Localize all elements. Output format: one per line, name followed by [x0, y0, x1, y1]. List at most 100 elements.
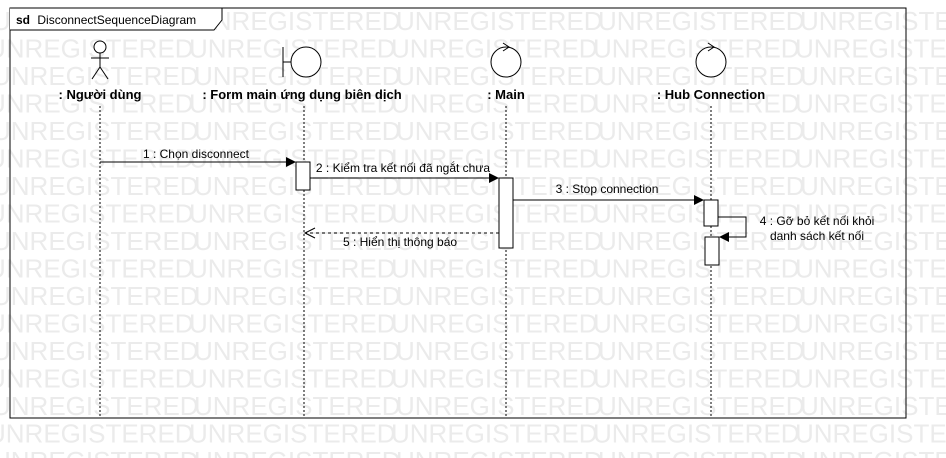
- watermark-text: UNREGISTERED: [593, 89, 800, 119]
- watermark-text: UNREGISTERED: [194, 281, 401, 311]
- message-label: 2 : Kiểm tra kết nối đã ngắt chưa: [316, 160, 490, 175]
- watermark-text: UNREGISTERED: [194, 116, 401, 146]
- watermark-text: UNREGISTERED: [0, 419, 194, 449]
- message-label-line1: 4 : Gỡ bỏ kết nối khỏi: [760, 214, 875, 228]
- watermark-text: UNREGISTERED: [189, 309, 396, 339]
- watermark-text: UNREGISTERED: [189, 89, 396, 119]
- message-1[interactable]: 1 : Chọn disconnect: [100, 147, 296, 167]
- message-5-return[interactable]: 5 : Hiển thị thông báo: [303, 227, 499, 249]
- watermark-text: UNREGISTERED: [800, 6, 946, 36]
- message-label-line2: danh sách kết nối: [770, 229, 864, 243]
- watermark-text: UNREGISTERED: [396, 391, 603, 421]
- watermark-text: UNREGISTERED: [194, 336, 401, 366]
- watermark-text: UNREGISTERED: [0, 116, 199, 146]
- watermark-text: UNREGISTERED: [598, 226, 805, 256]
- lifeline-user[interactable]: : Người dùng: [59, 40, 142, 418]
- lifeline-form[interactable]: : Form main ứng dụng biên dịch: [202, 46, 402, 418]
- message-3[interactable]: 3 : Stop connection: [513, 182, 704, 205]
- boundary-icon: [282, 46, 322, 78]
- watermark-text: UNREGISTERED: [795, 34, 946, 64]
- watermark-text: UNREGISTERED: [800, 446, 946, 458]
- watermark-text: UNREGISTERED: [800, 61, 946, 91]
- watermark-text: UNREGISTERED: [0, 391, 199, 421]
- watermark-text: UNREGISTERED: [189, 254, 396, 284]
- control-icon: [695, 42, 727, 78]
- watermark-text: UNREGISTERED: [593, 364, 800, 394]
- watermark-text: UNREGISTERED: [795, 254, 946, 284]
- activation-bar-form: [295, 161, 311, 191]
- lifeline-main[interactable]: : Main: [487, 42, 525, 418]
- watermark-text: UNREGISTERED: [0, 226, 199, 256]
- frame-title: sd DisconnectSequenceDiagram: [16, 13, 196, 27]
- lifeline-label: : Người dùng: [59, 87, 142, 102]
- watermark-text: UNREGISTERED: [795, 419, 946, 449]
- watermark-text: UNREGISTERED: [391, 364, 598, 394]
- watermark-text: UNREGISTERED: [593, 254, 800, 284]
- watermark-text: UNREGISTERED: [795, 364, 946, 394]
- watermark-text: UNREGISTERED: [189, 144, 396, 174]
- watermark-text: UNREGISTERED: [795, 309, 946, 339]
- watermark-text: UNREGISTERED: [795, 144, 946, 174]
- message-label: 3 : Stop connection: [556, 182, 659, 196]
- watermark-text: UNREGISTERED: [800, 226, 946, 256]
- watermark-text: UNREGISTERED: [598, 171, 805, 201]
- watermark-text: UNREGISTERED: [194, 226, 401, 256]
- watermark-text: UNREGISTERED: [800, 281, 946, 311]
- watermark-text: UNREGISTERED: [0, 336, 199, 366]
- watermark-text: UNREGISTERED: [593, 419, 800, 449]
- activation-bar-main: [498, 177, 514, 249]
- watermark-text: UNREGISTERED: [598, 446, 805, 458]
- frame-name: DisconnectSequenceDiagram: [37, 13, 196, 27]
- lifeline-label: : Hub Connection: [657, 87, 765, 102]
- watermark-text: UNREGISTERED: [396, 116, 603, 146]
- watermark-text: UNREGISTERED: [593, 309, 800, 339]
- watermark-text: UNREGISTERED: [194, 391, 401, 421]
- watermark-text: UNREGISTERED: [396, 336, 603, 366]
- lifeline-label: : Form main ứng dụng biên dịch: [202, 87, 401, 102]
- watermark-text: UNREGISTERED: [800, 391, 946, 421]
- watermark-text: UNREGISTERED: [598, 6, 805, 36]
- watermark-text: UNREGISTERED: [194, 446, 401, 458]
- diagram-frame: sd DisconnectSequenceDiagram: [9, 7, 907, 419]
- watermark-text: UNREGISTERED: [391, 309, 598, 339]
- message-label: 1 : Chọn disconnect: [143, 147, 250, 161]
- frame-keyword: sd: [16, 13, 30, 27]
- watermark-text: UNREGISTERED: [189, 419, 396, 449]
- watermark-text: UNREGISTERED: [598, 336, 805, 366]
- watermark-text: UNREGISTERED: [0, 171, 199, 201]
- message-4-self[interactable]: 4 : Gỡ bỏ kết nối khỏi danh sách kết nối: [718, 214, 874, 243]
- watermark-text: UNREGISTERED: [396, 6, 603, 36]
- watermark-text: UNREGISTERED: [598, 391, 805, 421]
- watermark-text: UNREGISTERED: [0, 309, 194, 339]
- watermark-text: UNREGISTERED: [391, 419, 598, 449]
- watermark-text: UNREGISTERED: [391, 144, 598, 174]
- activation-bar-hub: [703, 199, 719, 227]
- watermark-text: UNREGISTERED: [189, 199, 396, 229]
- watermark-text: UNREGISTERED: [0, 446, 199, 458]
- watermark-text: UNREGISTERED: [0, 364, 194, 394]
- watermark-text: UNREGISTERED: [0, 89, 194, 119]
- watermark-text: UNREGISTERED: [391, 199, 598, 229]
- watermark-text: UNREGISTERED: [795, 199, 946, 229]
- watermark-text: UNREGISTERED: [189, 364, 396, 394]
- watermark-text: UNREGISTERED: [593, 144, 800, 174]
- watermark-text: UNREGISTERED: [795, 89, 946, 119]
- watermark-text: UNREGISTERED: [800, 336, 946, 366]
- watermark-text: UNREGISTERED: [0, 199, 194, 229]
- activation-bar-hub-nested: [704, 236, 720, 266]
- message-2[interactable]: 2 : Kiểm tra kết nối đã ngắt chưa: [310, 160, 499, 183]
- watermark-text: UNREGISTERED: [800, 116, 946, 146]
- message-label: 5 : Hiển thị thông báo: [343, 235, 457, 249]
- watermark-text: UNREGISTERED: [598, 116, 805, 146]
- watermark-text: UNREGISTERED: [391, 89, 598, 119]
- watermark-text: UNREGISTERED: [0, 61, 199, 91]
- watermark-text: UNREGISTERED: [0, 281, 199, 311]
- actor-icon: [91, 40, 109, 80]
- watermark-text: UNREGISTERED: [0, 144, 194, 174]
- watermark-text: UNREGISTERED: [396, 281, 603, 311]
- watermark-text: UNREGISTERED: [598, 281, 805, 311]
- lifeline-hub[interactable]: : Hub Connection: [657, 42, 765, 418]
- lifeline-label: : Main: [487, 87, 525, 102]
- watermark-text: UNREGISTERED: [391, 254, 598, 284]
